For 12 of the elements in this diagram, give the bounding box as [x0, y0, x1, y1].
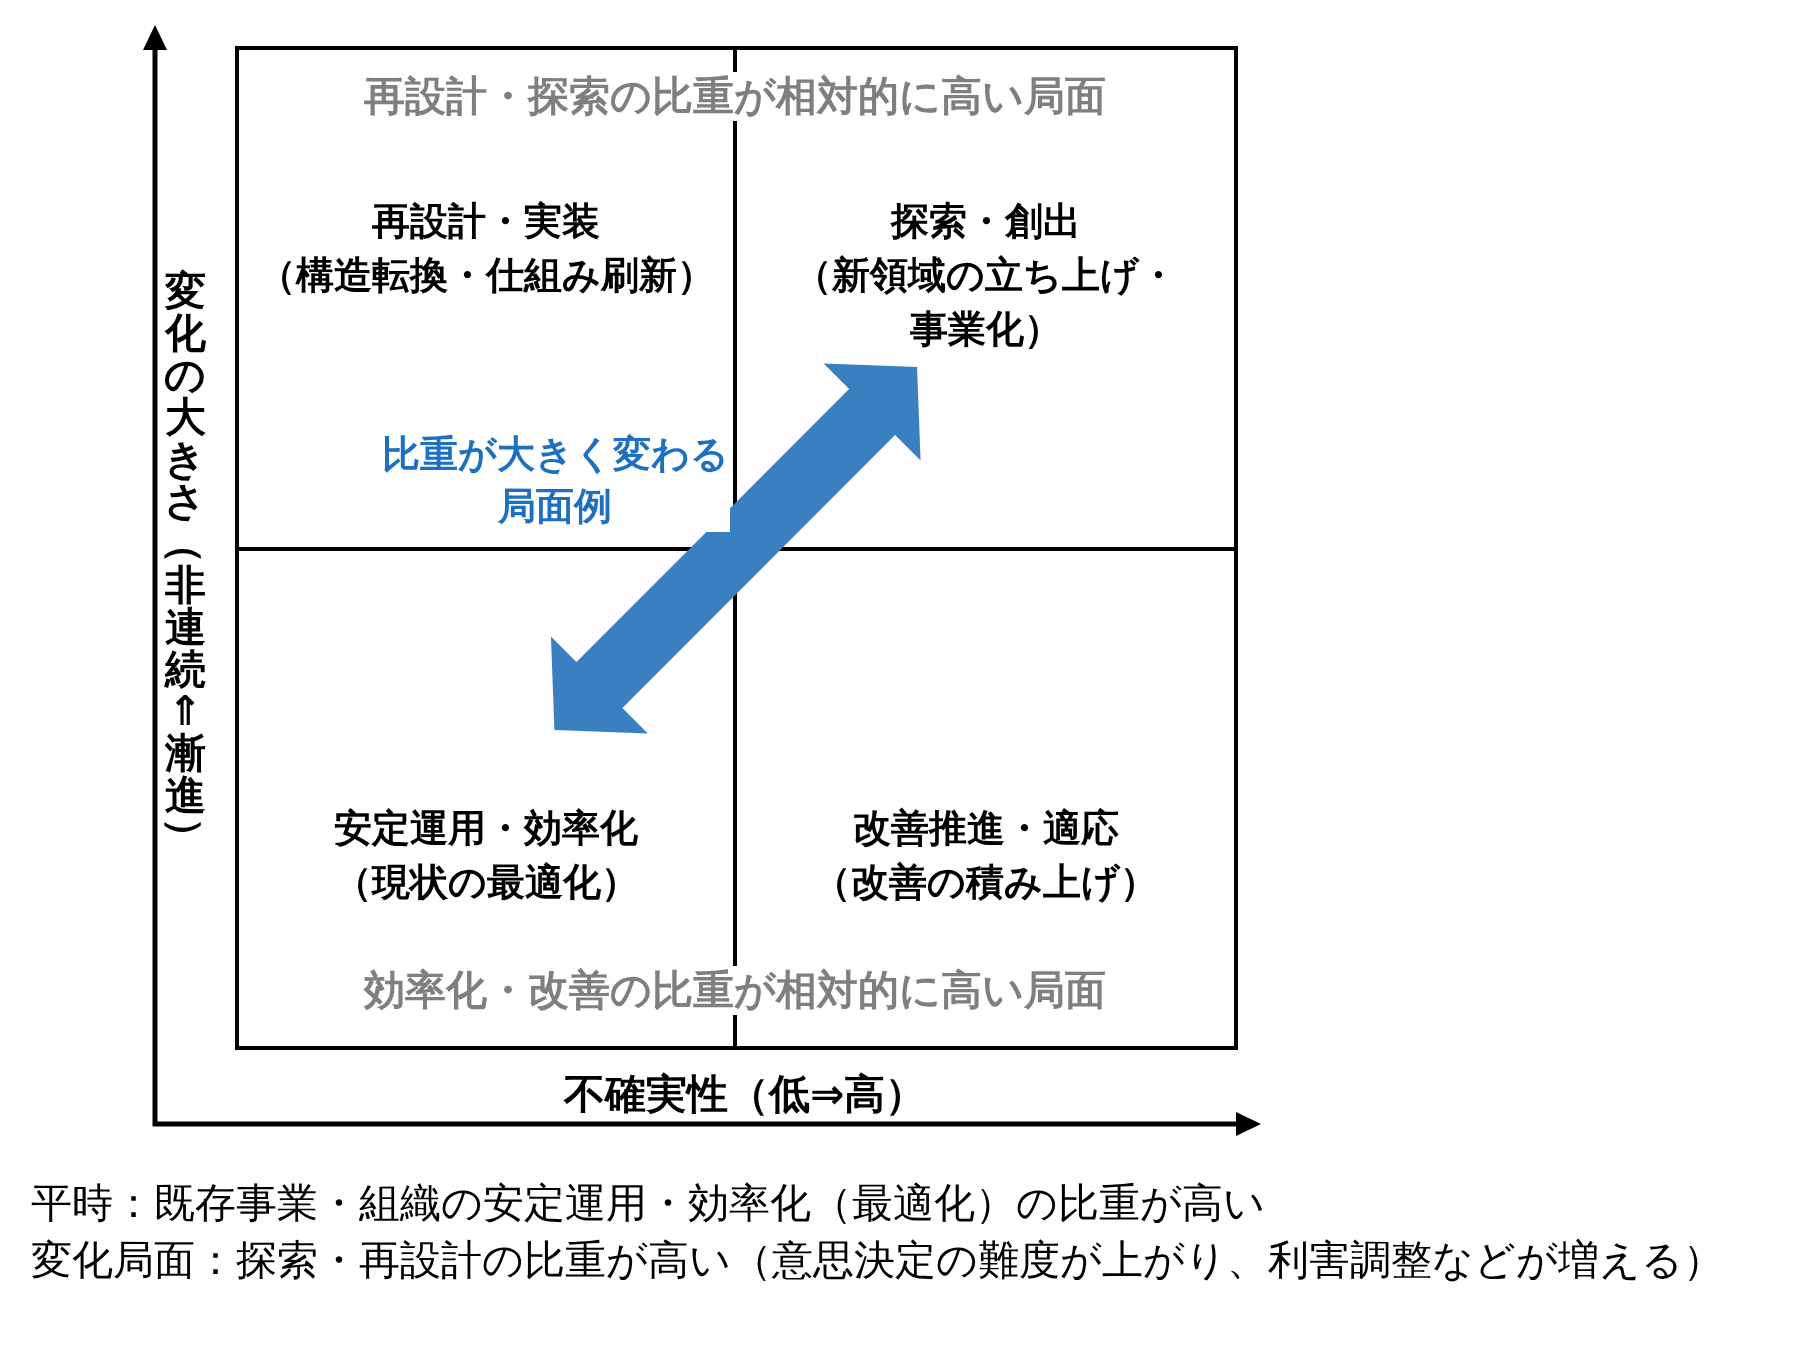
quadrant-heading: 改善推進・適応	[852, 805, 1119, 852]
quadrant-description: （新領域の立ち上げ・事業化）	[793, 252, 1178, 353]
quadrant-description: （改善の積み上げ）	[813, 859, 1158, 906]
quadrant-description: （構造転換・仕組み刷新）	[257, 252, 715, 299]
quadrant-description: （現状の最適化）	[333, 859, 639, 906]
quadrant-heading: 再設計・実装	[372, 198, 600, 245]
quadrant-heading: 安定運用・効率化	[334, 805, 638, 852]
axis-title: 不確実性（低⇒高）	[564, 1069, 927, 1119]
note-text: 平時：既存事業・組織の安定運用・効率化（最適化）の比重が高い	[31, 1178, 1265, 1228]
axis-title: 変化の大きさ（非連続⇑漸進）	[162, 270, 208, 858]
quadrant-heading: 探索・創出	[890, 198, 1081, 245]
note-text: 変化局面：探索・再設計の比重が高い（意思決定の難度が上がり、利害調整などが増える）	[31, 1235, 1724, 1285]
